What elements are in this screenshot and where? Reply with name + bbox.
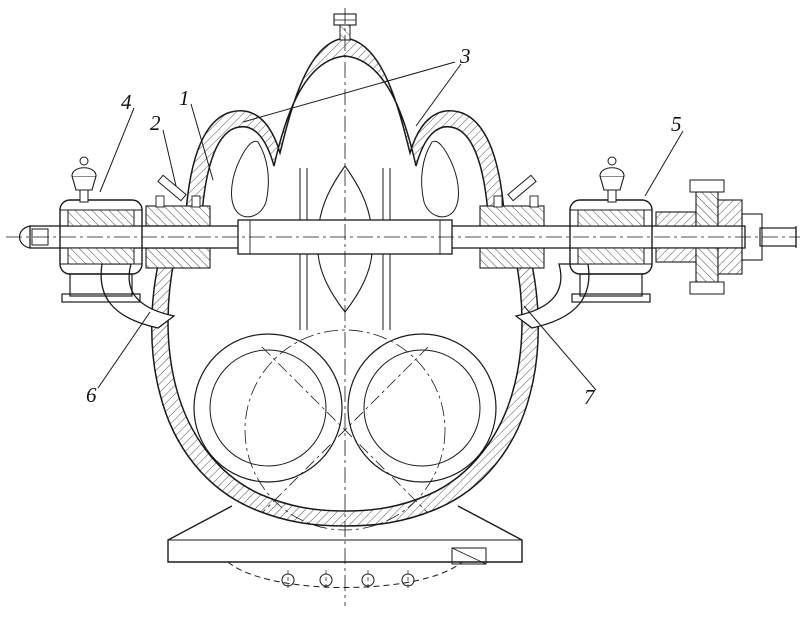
callout-3: 3 [460, 44, 471, 68]
leader-4 [99, 107, 135, 193]
leader-5 [644, 130, 684, 197]
callout-7: 7 [584, 385, 595, 409]
bearing-support-brackets [100, 263, 590, 329]
leader-7 [523, 305, 597, 391]
right-bearing [569, 156, 653, 303]
grease-cup-left [71, 156, 97, 203]
leader-2 [162, 129, 177, 187]
leader-1 [190, 103, 214, 181]
centerlines [6, 8, 800, 606]
leader-3a [415, 63, 462, 127]
leader-6 [97, 311, 151, 389]
leader-lines [97, 61, 684, 391]
callout-1: 1 [179, 86, 190, 110]
left-bearing [59, 156, 143, 303]
callout-6: 6 [86, 383, 97, 407]
grease-cup-right [599, 156, 625, 203]
callout-5: 5 [671, 112, 682, 136]
shaft-coupling [655, 179, 797, 295]
callout-2: 2 [150, 111, 161, 135]
gland-stud-left [157, 174, 187, 202]
callout-4: 4 [121, 90, 132, 114]
gland-stud-right [507, 174, 537, 202]
leader-3b [242, 61, 456, 123]
